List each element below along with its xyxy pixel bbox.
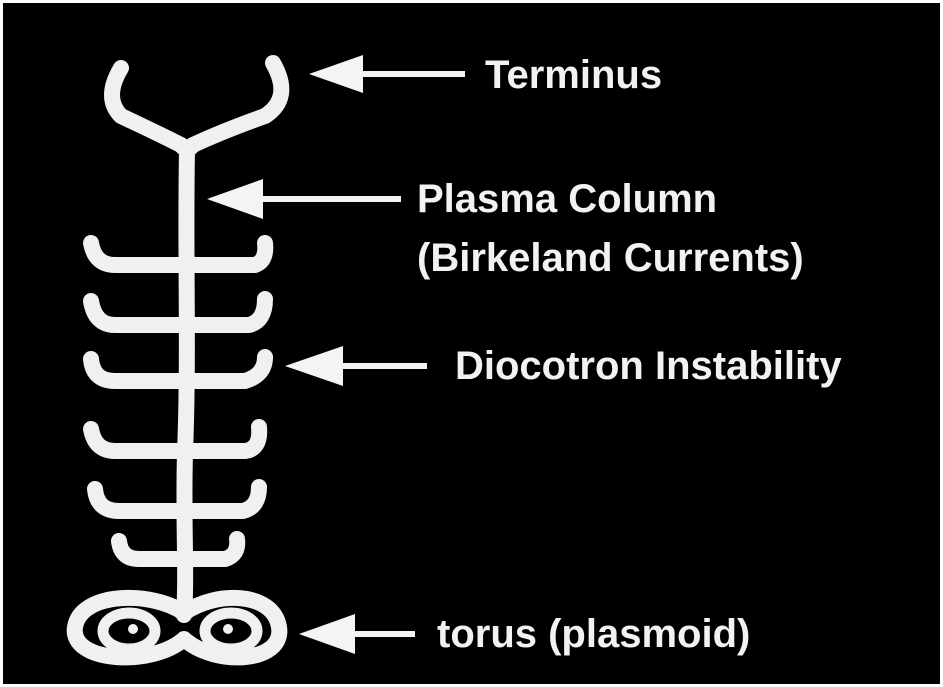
- torus-arrow: [299, 614, 415, 654]
- rib-2: [83, 291, 273, 333]
- terminus-fork: [104, 55, 290, 157]
- rib-3: [83, 349, 273, 389]
- plasma-column-arrow: [207, 179, 401, 219]
- terminus-arrow: [309, 55, 465, 93]
- torus-plasmoid: [66, 589, 288, 666]
- torus-plasmoid-label: torus (plasmoid): [437, 612, 750, 656]
- plasma-figure-diagram: Terminus Plasma Column (Birkeland Curren…: [66, 53, 842, 666]
- rib-1: [83, 235, 274, 273]
- torus-right-inner: [199, 607, 263, 655]
- diocotron-arrow: [285, 346, 427, 386]
- torus-left-core: [128, 624, 138, 634]
- plasma-column-label: Plasma Column: [417, 177, 717, 221]
- torus-right-core: [223, 624, 233, 634]
- diocotron-ribs: [83, 235, 274, 567]
- terminus-label: Terminus: [485, 53, 662, 97]
- rib-4: [83, 419, 268, 459]
- diagram-frame: Terminus Plasma Column (Birkeland Curren…: [3, 3, 940, 684]
- birkeland-currents-label: (Birkeland Currents): [417, 236, 804, 280]
- rib-6: [111, 531, 246, 567]
- diocotron-instability-label: Diocotron Instability: [455, 344, 842, 388]
- torus-left-inner: [97, 607, 161, 655]
- rib-5: [87, 479, 267, 519]
